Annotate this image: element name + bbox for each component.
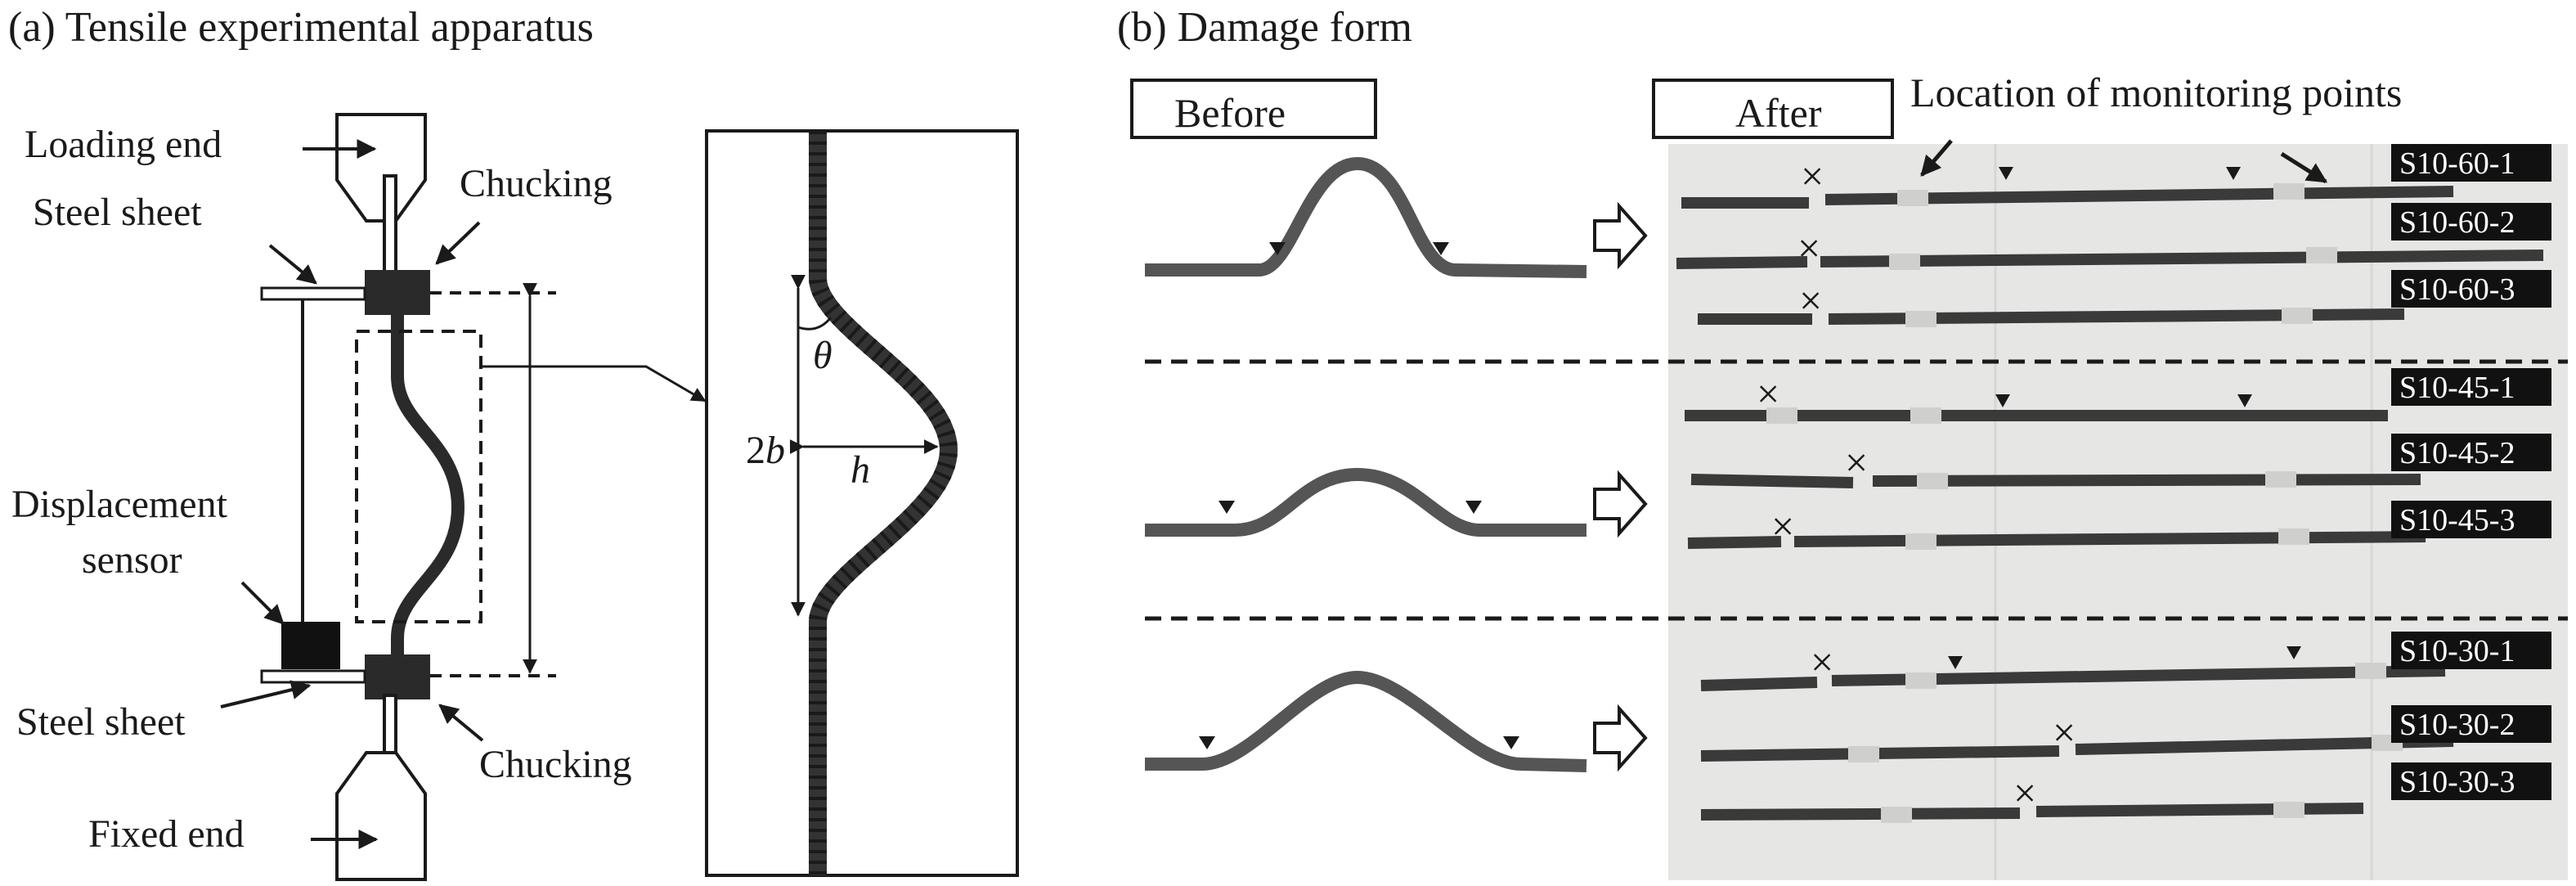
loading-end-grip: [335, 113, 427, 280]
monitoring-label: Location of monitoring points: [1910, 70, 2402, 115]
after-box: [1652, 79, 1894, 139]
fracture-mark-30-2: ×: [2053, 709, 2076, 755]
hollow-arrow-30: [1593, 704, 1648, 772]
arrow-steel-sheet-bottom: [220, 680, 312, 708]
test-rebar: [391, 308, 465, 669]
specimen-label-1: S10-60-1: [2399, 146, 2515, 181]
angle-arc: [797, 317, 832, 331]
before-label: Before: [1174, 90, 1286, 136]
fracture-mark-30-1: ×: [1811, 639, 1833, 685]
symbol-2b-num: 2: [746, 429, 765, 472]
specimen-tag-8: S10-30-2: [2391, 705, 2551, 743]
rebar-s10-45-1: [1685, 407, 2388, 424]
panel-b-title: (b) Damage form: [1117, 4, 1412, 51]
label-loading-end: Loading end: [25, 123, 222, 166]
rebar-s10-30-1: [1700, 663, 2446, 691]
detail-box: [705, 129, 1019, 877]
specimen-tag-5: S10-45-2: [2391, 434, 2551, 471]
bottom-chuck: [365, 654, 430, 699]
rebar-s10-45-2: [1690, 471, 2421, 489]
specimen-tag-3: S10-60-3: [2391, 270, 2551, 308]
detail-leader: [481, 365, 707, 403]
rebar-s10-45-3: [1687, 528, 2426, 550]
monitor-point-45-1a: [1995, 394, 2010, 407]
label-displacement-sensor-2: sensor: [82, 538, 182, 582]
label-displacement-sensor-1: Displacement: [11, 483, 228, 526]
before-shape-60: [1145, 156, 1587, 278]
monitor-point-30-1b: [2287, 646, 2301, 659]
fixed-end-grip: [335, 694, 427, 881]
detail-rebar: [809, 131, 958, 875]
fracture-mark-45-1: ×: [1757, 371, 1779, 416]
rebar-s10-60-1: [1681, 183, 2454, 209]
label-steel-sheet-top: Steel sheet: [33, 191, 202, 234]
fracture-mark-45-3: ×: [1771, 503, 1794, 549]
before-monitor-60b: [1433, 242, 1449, 255]
before-monitor-30a: [1199, 736, 1215, 749]
rebar-s10-30-3: [1700, 802, 2364, 823]
monitoring-arrow-left: [1920, 139, 1953, 177]
monitor-point-45-1b: [2237, 394, 2252, 407]
rebar-s10-60-3: [1698, 308, 2405, 327]
fracture-mark-30-3: ×: [2013, 770, 2036, 816]
symbol-h: h: [850, 448, 870, 492]
after-label: After: [1735, 90, 1822, 136]
specimen-tag-9: S10-30-3: [2391, 762, 2551, 800]
arrow-steel-sheet-top: [268, 244, 317, 285]
specimen-label-5: S10-45-2: [2399, 436, 2515, 470]
top-chuck: [365, 270, 430, 315]
label-steel-sheet-bottom: Steel sheet: [16, 700, 186, 744]
symbol-theta: θ: [813, 334, 832, 377]
rebar-s10-30-2: [1700, 735, 2454, 762]
hollow-arrow-45: [1593, 470, 1648, 538]
detail-region-box: [355, 330, 482, 623]
fracture-mark-60-2: ×: [1797, 225, 1820, 271]
arrow-chucking-top: [435, 221, 481, 265]
specimen-tag-1: S10-60-1: [2391, 144, 2551, 182]
monitor-point-30-1a: [1948, 656, 1963, 669]
label-chucking-top: Chucking: [460, 162, 613, 205]
arrow-displacement-sensor: [240, 581, 285, 625]
bottom-steel-sheet: [260, 669, 366, 684]
label-fixed-end: Fixed end: [88, 812, 245, 856]
rebar-s10-60-2: [1676, 247, 2544, 270]
fracture-mark-45-2: ×: [1845, 439, 1868, 485]
hollow-arrow-60: [1593, 201, 1648, 270]
specimen-label-9: S10-30-3: [2399, 765, 2515, 799]
specimen-label-2: S10-60-2: [2399, 205, 2515, 240]
specimen-tag-7: S10-30-1: [2391, 632, 2551, 669]
displacement-sensor: [281, 622, 340, 669]
specimen-tag-4: S10-45-1: [2391, 368, 2551, 406]
before-monitor-30b: [1503, 736, 1519, 749]
specimen-label-3: S10-60-3: [2399, 272, 2515, 307]
monitor-point-60-1b: [2226, 167, 2241, 180]
specimen-tag-2: S10-60-2: [2391, 203, 2551, 241]
fracture-mark-60-3: ×: [1799, 277, 1822, 323]
specimen-label-4: S10-45-1: [2399, 371, 2515, 405]
arrow-chucking-bottom: [438, 704, 484, 742]
before-monitor-45a: [1218, 501, 1235, 514]
top-steel-sheet: [260, 286, 366, 301]
before-monitor-45b: [1465, 501, 1482, 514]
fracture-mark-60-1: ×: [1801, 153, 1824, 199]
before-shape-30: [1145, 670, 1587, 772]
symbol-2b-var: b: [765, 429, 785, 472]
specimen-label-7: S10-30-1: [2399, 634, 2515, 668]
panel-a-title: (a) Tensile experimental apparatus: [8, 4, 594, 51]
symbol-2b: 2b: [746, 429, 785, 472]
specimen-tag-6: S10-45-3: [2391, 501, 2551, 538]
specimen-label-8: S10-30-2: [2399, 708, 2515, 742]
specimen-label-6: S10-45-3: [2399, 503, 2515, 537]
before-shape-45: [1145, 467, 1586, 537]
before-box: [1130, 79, 1377, 139]
monitor-point-60-1a: [1999, 167, 2013, 180]
before-monitor-60a: [1269, 242, 1286, 255]
label-chucking-bottom: Chucking: [479, 743, 632, 786]
monitoring-arrow-right: [2280, 151, 2328, 184]
